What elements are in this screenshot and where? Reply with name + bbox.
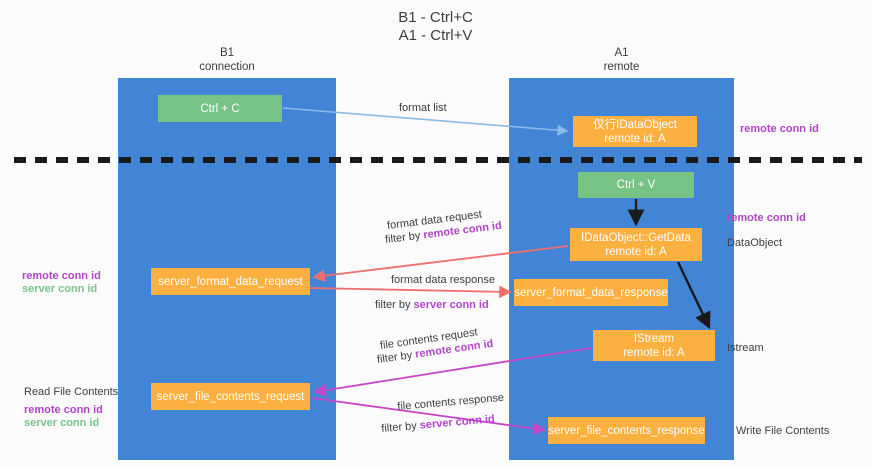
lane-header-a1-name: A1 [614,47,629,59]
filter-prefix-fcreq: filter by [376,348,417,367]
annotation-write-file-contents: Write File Contents [736,425,830,437]
arrow-label-format-list: format list [399,102,447,114]
box-server-format-data-request[interactable]: server_format_data_request [151,268,310,295]
filter-prefix-fcres: filter by [380,419,421,436]
box-server-file-contents-request[interactable]: server_file_contents_request [151,383,310,410]
box-server-format-data-request-label: server_format_data_request [158,275,303,288]
filter-prefix-fdres: filter by [375,299,414,311]
page-title-line2: A1 - Ctrl+V [398,27,473,44]
filter-target-fcres: server conn id [419,413,496,432]
box-server-file-contents-request-label: server_file_contents_request [156,390,305,403]
filter-prefix-fdreq: filter by [384,229,425,247]
box-idataobject-getdata[interactable]: IDataObject::GetData remote id: A [570,228,702,261]
box-istream-line2: remote id: A [623,346,685,359]
annotation-left-remote-conn-id-bottom: remote conn id [24,404,103,416]
box-ctrl-v-label: Ctrl + V [616,179,656,191]
box-istream-line1: IStream [633,332,675,345]
box-ctrl-v[interactable]: Ctrl + V [578,172,694,198]
arrow-label-format-data-response: format data response [391,274,495,286]
arrow-label-format-data-response-filter: filter by server conn id [375,298,489,312]
box-idataobject-getdata-line2: remote id: A [605,245,667,258]
arrow-label-file-contents-response-filter: filter by server conn id [381,412,496,436]
annotation-left-server-conn-id-mid: server conn id [22,283,98,295]
annotation-left-server-conn-id-bottom: server conn id [24,417,100,429]
annotation-remote-conn-id-top: remote conn id [740,123,819,135]
arrow-label-file-contents-response-text: file contents response [396,391,505,414]
annotation-data-object: DataObject [727,237,783,249]
box-ctrl-c[interactable]: Ctrl + C [158,95,282,122]
arrow-label-file-contents-response: file contents response [397,391,505,414]
annotation-read-file-contents: Read File Contents [24,386,119,398]
box-idataobject-getdata-line1: IDataObject::GetData [581,231,691,244]
box-istream[interactable]: IStream remote id: A [593,330,715,361]
box-idataobject-line2: remote id: A [604,132,666,145]
box-idataobject-line1: 仅行IDataObject [593,118,677,131]
box-ctrl-c-label: Ctrl + C [200,102,240,115]
annotation-left-remote-conn-id-mid: remote conn id [22,270,101,282]
annotation-remote-conn-id-mid: remote conn id [727,212,806,224]
annotation-istream: Istream [727,342,764,354]
filter-target-fdres: server conn id [413,299,489,311]
box-idataobject[interactable]: 仅行IDataObject remote id: A [573,116,697,147]
arrow-format-data-response [309,285,512,299]
box-server-format-data-response[interactable]: server_format_data_response [514,279,668,306]
box-server-format-data-response-label: server_format_data_response [514,286,668,299]
box-server-file-contents-response[interactable]: server_file_contents_response [548,417,705,444]
lane-header-b1-name: B1 [219,47,235,59]
box-server-file-contents-response-label: server_file_contents_response [548,424,705,437]
lane-header-b1-role: connection [199,61,255,73]
page-title-line1: B1 - Ctrl+C [398,9,473,26]
lane-header-b1: B1 connection [118,46,336,74]
lane-header-a1: A1 remote [509,46,734,74]
lane-header-a1-role: remote [603,61,640,73]
